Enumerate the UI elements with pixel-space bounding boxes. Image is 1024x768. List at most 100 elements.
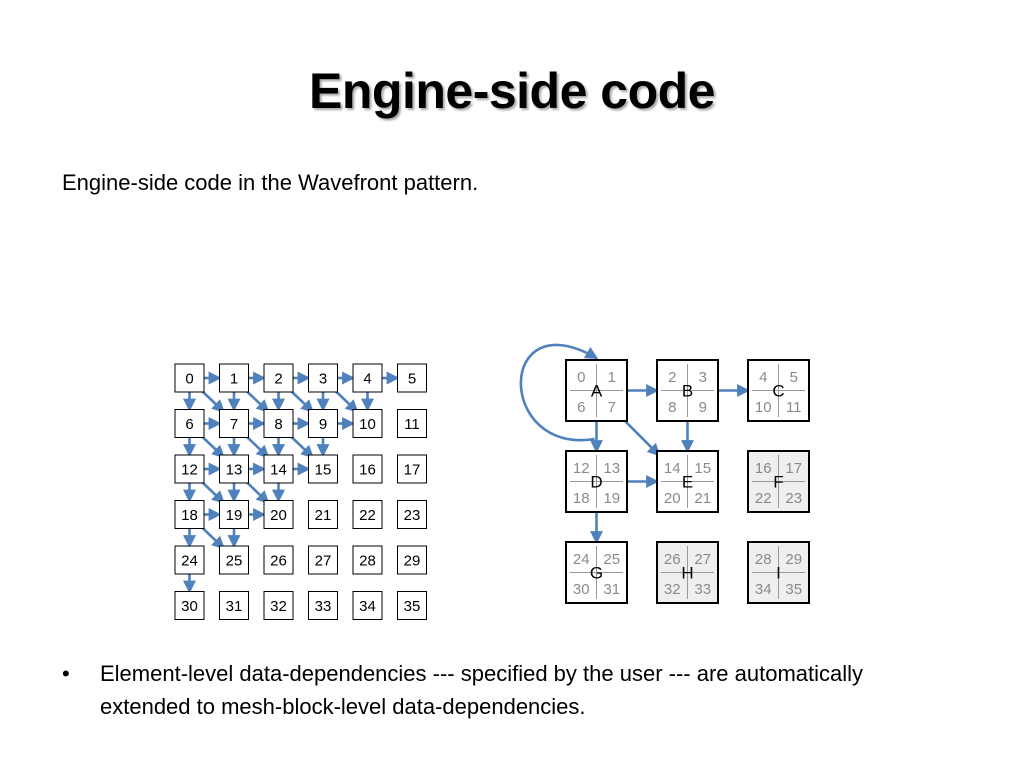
element-cell: 34 [352,591,383,620]
mesh-block-number: 11 [786,399,802,416]
mesh-block-label: D [590,473,602,492]
element-cell-box [174,500,205,529]
slide-subtitle: Engine-side code in the Wavefront patter… [62,170,479,195]
element-cell-label: 8 [274,416,282,433]
mesh-block-number: 18 [573,490,590,507]
mesh-dependency-arrow [519,343,599,442]
element-dependency-arrows [183,371,400,594]
mesh-block-label: H [681,564,693,583]
element-cell: 11 [397,409,427,438]
dependency-arrow [201,481,226,504]
element-cell-label: 10 [359,416,376,433]
element-cell: 5 [397,363,427,393]
mesh-block-number: 33 [694,581,711,598]
mesh-block-number: 16 [755,460,772,477]
dependency-arrow [245,481,270,504]
element-cell-box [219,363,249,393]
mesh-block-number: 26 [664,551,681,568]
dependency-arrow [334,390,359,413]
element-cell: 21 [308,500,338,529]
mesh-dependency-arrows [519,343,751,545]
mesh-block-number: 0 [577,369,585,386]
element-cell-label: 18 [181,507,198,524]
element-cell-box [352,454,383,484]
mesh-block-number: 31 [603,581,620,598]
mesh-dependency-arrow [622,418,661,457]
mesh-block-number: 22 [755,490,772,507]
element-cell-label: 5 [408,371,416,388]
element-cell: 22 [352,500,383,529]
element-cell-label: 26 [270,553,287,570]
element-cell: 25 [219,545,249,575]
dependency-arrow [201,390,226,413]
element-cell-label: 4 [363,371,371,388]
element-cell-label: 13 [226,462,243,479]
element-cell-label: 19 [226,507,243,524]
element-cell: 23 [397,500,427,529]
element-cell-box [263,454,294,484]
element-cell-label: 0 [185,371,193,388]
mesh-block-number: 24 [573,551,590,568]
mesh-block-number: 23 [785,490,802,507]
element-cell: 19 [219,500,249,529]
element-cell: 18 [174,500,205,529]
mesh-block-number: 6 [577,399,585,416]
element-cell: 14 [263,454,294,484]
mesh-block-number: 28 [755,551,772,568]
mesh-block-number: 17 [785,460,802,477]
element-cell-box [308,591,338,620]
element-cell-box [308,545,338,575]
element-cell: 30 [174,591,205,620]
dependency-arrow [245,435,270,459]
element-cell: 9 [308,409,338,438]
element-cell: 24 [174,545,205,575]
element-cell-label: 35 [404,598,421,615]
element-cell-label: 29 [404,553,421,570]
element-cell: 3 [308,363,338,393]
element-cell-label: 3 [319,371,327,388]
mesh-block-number: 7 [608,399,616,416]
element-cell-box [397,545,427,575]
element-cell: 28 [352,545,383,575]
element-cell-box [263,409,294,438]
mesh-block-number: 30 [573,581,590,598]
element-cell-box [174,454,205,484]
element-cell-box [263,591,294,620]
element-cell-label: 28 [359,553,376,570]
element-cell-box [397,363,427,393]
mesh-block-number: 29 [785,551,802,568]
element-cell-box [308,500,338,529]
mesh-block-number: 35 [785,581,802,598]
element-cell: 12 [174,454,205,484]
mesh-block-label: C [772,382,784,401]
element-cell-box [308,409,338,438]
element-cell-box [219,591,249,620]
element-cell-box [219,545,249,575]
mesh-block-label: F [773,473,783,492]
mesh-block-label: I [776,564,781,583]
element-cell-label: 32 [270,598,287,615]
element-cell-label: 1 [230,371,238,388]
element-cell-label: 22 [359,507,376,524]
element-cell-label: 11 [404,416,420,433]
element-cell: 1 [219,363,249,393]
element-cell-box [397,409,427,438]
element-cell-box [174,545,205,575]
dependency-arrow [245,390,270,413]
element-cell-box [263,545,294,575]
mesh-block-number: 21 [694,490,711,507]
element-cell: 31 [219,591,249,620]
mesh-block-label: G [590,564,603,583]
mesh-block-number: 34 [755,581,772,598]
dependency-arrow [201,435,226,459]
element-cell-box [219,454,249,484]
element-cell: 7 [219,409,249,438]
